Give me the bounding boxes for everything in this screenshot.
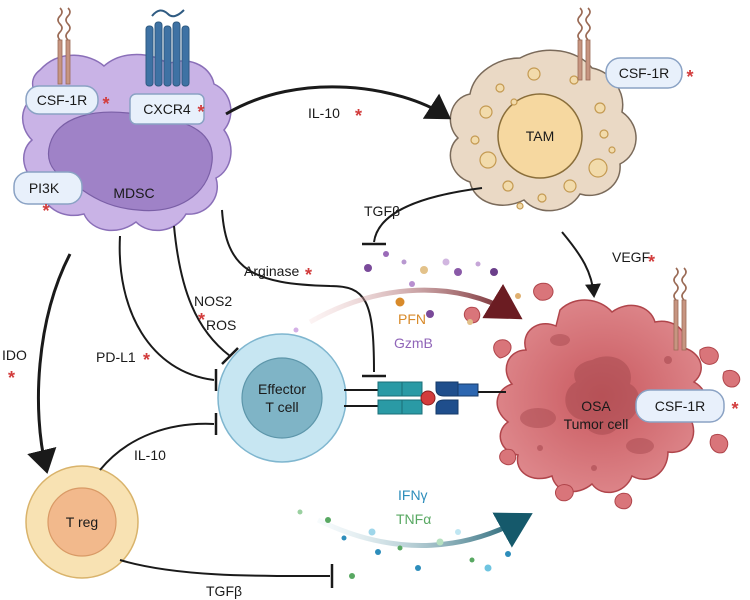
mdsc-csf1r-label: CSF-1R bbox=[37, 92, 88, 108]
mdsc-cxcr4-receptor-icon bbox=[145, 9, 190, 87]
effector-t-cell bbox=[217, 333, 347, 463]
osa-csf1r-badge bbox=[635, 389, 725, 423]
tam-csf1r-marker: * bbox=[686, 67, 693, 87]
ros-label: ROS bbox=[206, 317, 236, 333]
nos2-label: NOS2 bbox=[194, 293, 232, 309]
osa-csf1r-receptor-icon bbox=[673, 267, 687, 351]
pdl1-label: PD-L1 bbox=[96, 349, 136, 365]
pdl1-inhibition-line bbox=[118, 235, 215, 381]
il10-treg-label: IL-10 bbox=[134, 447, 166, 463]
mdsc-label: MDSC bbox=[113, 185, 154, 201]
il10-arrow-mdsc-to-tam bbox=[225, 85, 452, 120]
cytokine-arrow bbox=[316, 512, 533, 548]
mdsc-cxcr4-marker: * bbox=[197, 102, 204, 122]
il10-top-label: IL-10 bbox=[308, 105, 340, 121]
arginase-inhibition-line bbox=[221, 209, 375, 373]
osa-csf1r-label: CSF-1R bbox=[655, 398, 706, 414]
arginase-marker: * bbox=[305, 265, 312, 285]
tam-csf1r-receptor-icon bbox=[577, 7, 591, 81]
cytokine-granules bbox=[297, 509, 511, 579]
nos2-marker: * bbox=[198, 310, 205, 330]
tam-cell bbox=[449, 49, 637, 212]
mdsc-cxcr4-label: CXCR4 bbox=[143, 101, 191, 117]
cytotoxic-granules bbox=[293, 251, 521, 333]
mdsc-csf1r-badge bbox=[25, 85, 99, 115]
il10-treg-inhibition-line bbox=[99, 422, 215, 471]
ifng-label: IFNγ bbox=[398, 487, 428, 503]
mdsc-pi3k-label: PI3K bbox=[29, 180, 60, 196]
il10-top-marker: * bbox=[355, 106, 362, 126]
pdl1-marker: * bbox=[143, 350, 150, 370]
treg-cell bbox=[25, 465, 139, 579]
pfn-label: PFN bbox=[398, 311, 426, 327]
nos2-ros-inhibition-line bbox=[173, 225, 231, 357]
mdsc-pi3k-marker: * bbox=[42, 201, 49, 221]
ido-marker: * bbox=[8, 368, 15, 388]
tam-label: TAM bbox=[526, 128, 555, 144]
mdsc-csf1r-marker: * bbox=[102, 94, 109, 114]
osa-csf1r-marker: * bbox=[731, 399, 738, 419]
osa-label-line1: OSA bbox=[581, 398, 611, 414]
cytotoxic-arrow bbox=[308, 283, 523, 325]
tgfb-treg-label: TGFβ bbox=[206, 583, 242, 599]
mdsc-pi3k-badge bbox=[13, 171, 83, 205]
effector-label-line2: T cell bbox=[265, 399, 298, 415]
ido-arrow-mdsc-to-treg bbox=[27, 253, 72, 474]
tgfb-inhibition-line bbox=[373, 187, 483, 243]
treg-label: T reg bbox=[66, 514, 98, 530]
tgfb-tam-label: TGFβ bbox=[364, 203, 400, 219]
gzmb-label: GzmB bbox=[394, 335, 433, 351]
vegf-marker: * bbox=[648, 252, 655, 272]
tnfa-label: TNFα bbox=[396, 511, 431, 527]
osa-tumor-cell bbox=[463, 282, 741, 510]
tgfb-treg-inhibition-line bbox=[119, 559, 331, 578]
tam-csf1r-label: CSF-1R bbox=[619, 65, 670, 81]
vegf-label: VEGF bbox=[612, 249, 650, 265]
effector-label-line1: Effector bbox=[258, 381, 306, 397]
vegf-arrow bbox=[561, 231, 601, 298]
mdsc-cxcr4-badge bbox=[129, 93, 205, 125]
tam-csf1r-badge bbox=[605, 57, 683, 89]
ido-label: IDO bbox=[2, 347, 27, 363]
arginase-label: Arginase bbox=[244, 263, 299, 279]
nos2-ros-inhibition-bar bbox=[221, 347, 239, 365]
osa-label-line2: Tumor cell bbox=[564, 416, 629, 432]
mdsc-csf1r-receptor-icon bbox=[57, 7, 71, 85]
tcr-mhc-complex-icon bbox=[344, 381, 506, 415]
